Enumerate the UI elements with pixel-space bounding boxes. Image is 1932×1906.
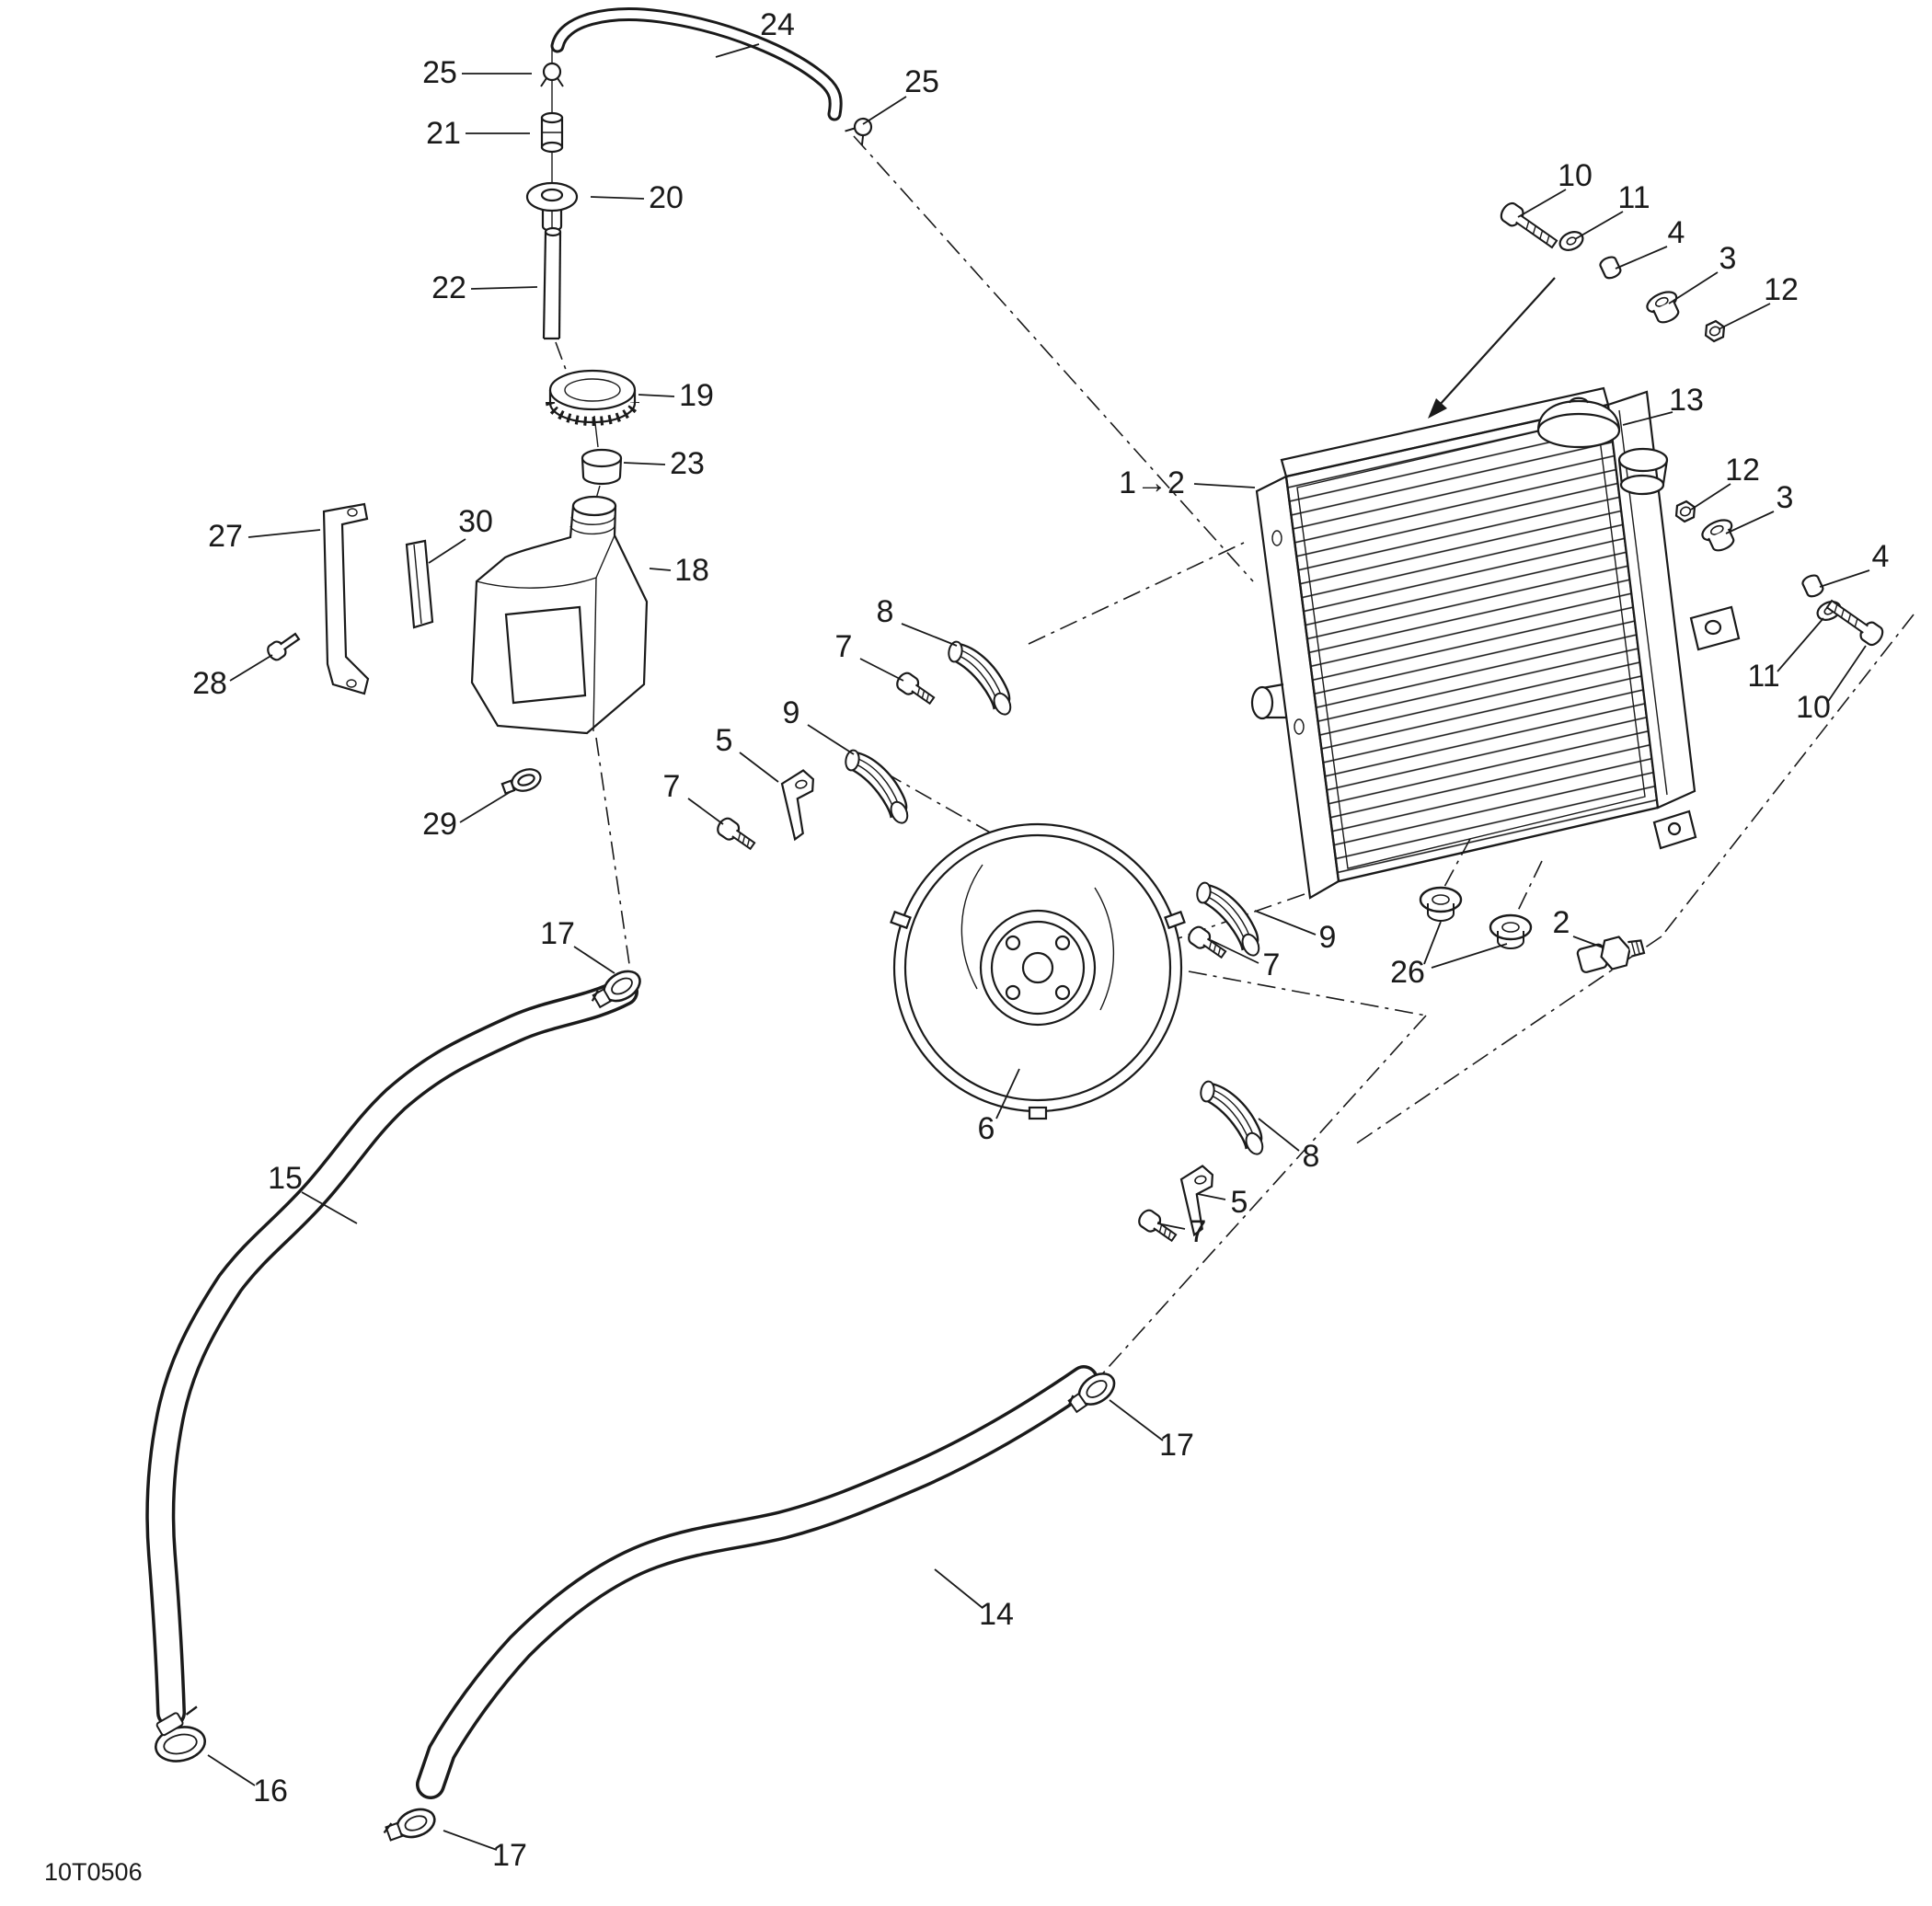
alignment-lines [555, 135, 1915, 1377]
upper-coolant-hose [145, 977, 638, 1728]
callout-8-a: 8 [877, 594, 894, 629]
bolt [892, 669, 938, 709]
cooling-fan [890, 822, 1186, 1120]
callout-19: 19 [679, 378, 714, 413]
mount-grommet [1419, 886, 1463, 923]
callout-25-b: 25 [904, 64, 939, 99]
filler-neck [1617, 447, 1669, 496]
diagram-code: 10T0506 [44, 1858, 143, 1886]
callout-10-a: 10 [1558, 158, 1593, 193]
mount-grommet [1489, 913, 1533, 950]
callout-7-c: 7 [1263, 947, 1281, 982]
callout-9-a: 9 [783, 695, 800, 730]
reservoir-bracket [322, 502, 370, 695]
callout-4-a: 4 [1668, 215, 1685, 250]
coolant-reservoir [470, 495, 649, 735]
leader-lines [207, 43, 1870, 1851]
callout-3-a: 3 [1719, 241, 1737, 276]
callout-2: 2 [1553, 905, 1570, 940]
callout-17-a: 17 [540, 916, 575, 951]
callout-23: 23 [670, 446, 705, 481]
callout-24: 24 [760, 7, 795, 42]
mount-strap [1190, 1079, 1277, 1160]
mount-strap [937, 639, 1025, 720]
callout-20: 20 [649, 180, 684, 215]
vent-tube [542, 226, 562, 340]
callout-5-b: 5 [1231, 1185, 1248, 1220]
callout-7-b: 7 [663, 769, 681, 804]
washer [1556, 227, 1587, 255]
check-valve [540, 111, 564, 154]
callout-1-2: 1→2 [1119, 465, 1185, 500]
reservoir-cap [546, 369, 639, 426]
callout-10-b: 10 [1796, 690, 1831, 725]
callout-26: 26 [1390, 955, 1425, 990]
callout-30: 30 [458, 504, 493, 539]
callout-13: 13 [1669, 383, 1704, 418]
callout-9-b: 9 [1319, 920, 1337, 955]
lower-coolant-hose [416, 1365, 1098, 1799]
callout-11-a: 11 [1617, 180, 1650, 215]
nut [1700, 317, 1730, 345]
radiator-outlet [1250, 683, 1286, 720]
temperature-sensor [1576, 936, 1646, 973]
mount-bolt [1823, 594, 1887, 649]
foam-strip [405, 539, 434, 629]
rubber-bushing [1697, 514, 1742, 557]
nut [1671, 498, 1700, 525]
overflow-hose [550, 7, 843, 121]
cap-seal [581, 448, 623, 486]
mount-strap [834, 748, 922, 829]
bolt [1184, 923, 1230, 963]
callout-12-b: 12 [1725, 453, 1760, 488]
radiator-cap [1536, 396, 1621, 449]
callout-18: 18 [674, 553, 709, 588]
callout-17-c: 17 [492, 1838, 527, 1873]
mount-bolt [1497, 199, 1561, 254]
support-bracket [776, 767, 828, 841]
callout-16: 16 [253, 1774, 288, 1808]
hose-clamp-small [500, 768, 542, 795]
rubber-bushing [1642, 286, 1686, 328]
callout-11-b: 11 [1747, 659, 1779, 694]
callout-12-a: 12 [1764, 272, 1799, 307]
callouts: 24 25 25 21 20 22 19 23 27 30 18 28 29 1… [192, 7, 1889, 1873]
callout-5-a: 5 [716, 723, 733, 758]
callout-8-b: 8 [1303, 1139, 1320, 1174]
callout-28: 28 [192, 666, 227, 701]
callout-27: 27 [208, 519, 243, 554]
grommet [525, 181, 579, 233]
callout-25-a: 25 [422, 55, 457, 90]
callout-22: 22 [431, 270, 466, 305]
callout-15: 15 [268, 1161, 303, 1196]
hose-clamp [379, 1803, 440, 1848]
radiator [1250, 386, 1741, 900]
vent-assembly [525, 48, 579, 340]
callout-17-b: 17 [1159, 1428, 1194, 1463]
bracket-screw [267, 632, 301, 661]
bolt [713, 814, 759, 855]
callout-21: 21 [426, 116, 461, 151]
callout-4-b: 4 [1872, 539, 1890, 574]
callout-3-b: 3 [1777, 480, 1794, 515]
callout-7-a: 7 [835, 629, 853, 664]
callout-14: 14 [979, 1597, 1014, 1632]
callout-6: 6 [978, 1111, 995, 1146]
callout-7-d: 7 [1190, 1214, 1207, 1249]
pointer-arrow [1428, 277, 1556, 419]
callout-29: 29 [422, 807, 457, 842]
